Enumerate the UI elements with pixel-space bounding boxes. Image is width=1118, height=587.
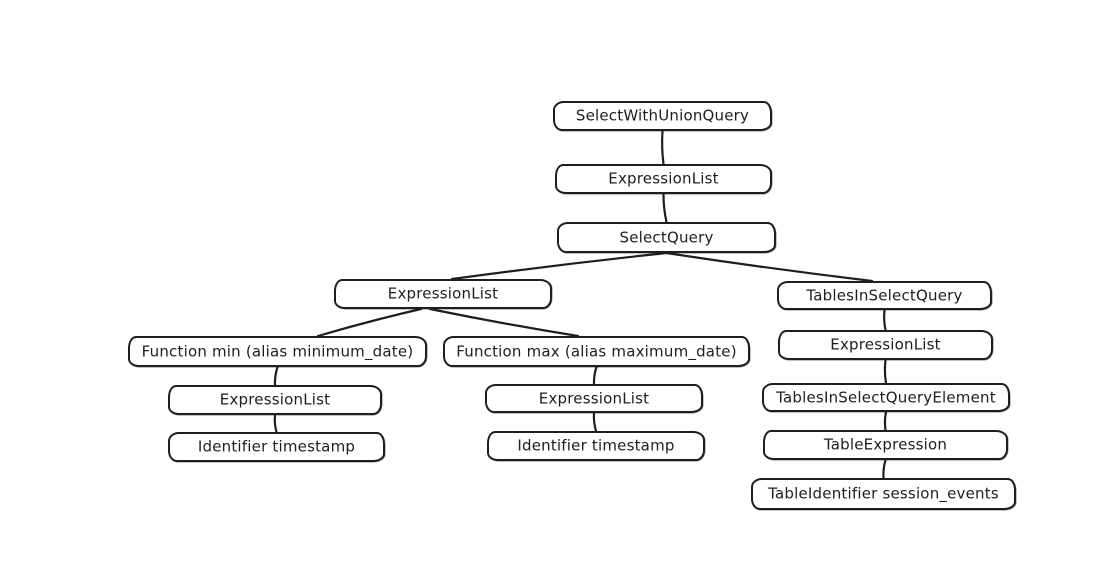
tree-node-table-identifier[interactable]: TableIdentifier session_events	[751, 478, 1016, 510]
tree-node-label: TablesInSelectQueryElement	[776, 388, 996, 406]
tree-node-expression-list-select[interactable]: ExpressionList	[334, 279, 552, 309]
tree-node-label: SelectWithUnionQuery	[575, 106, 750, 125]
tree-node-select-with-union-query[interactable]: SelectWithUnionQuery	[553, 101, 772, 131]
tree-node-label: TableIdentifier session_events	[768, 484, 999, 503]
tree-edge-expression-list-select-to-function-min	[316, 307, 423, 338]
tree-node-label: Function min (alias minimum_date)	[141, 342, 414, 360]
tree-node-label: SelectQuery	[619, 228, 714, 246]
tree-node-tables-in-select-query-element[interactable]: TablesInSelectQueryElement	[762, 383, 1010, 412]
tree-node-label: ExpressionList	[830, 335, 941, 354]
tree-node-label: ExpressionList	[538, 389, 650, 407]
tree-node-label: ExpressionList	[387, 284, 499, 303]
tree-edge-tables-in-select-query-element-to-table-expression	[883, 410, 888, 432]
tree-node-identifier-timestamp-min[interactable]: Identifier timestamp	[168, 432, 385, 462]
tree-edge-select-query-to-expression-list-select	[450, 251, 668, 281]
tree-node-expression-list-top[interactable]: ExpressionList	[555, 164, 772, 194]
tree-edge-function-min-to-expression-list-min	[273, 365, 279, 387]
tree-edge-expression-list-select-to-function-max	[428, 307, 580, 338]
tree-node-label: ExpressionList	[608, 169, 719, 188]
tree-node-table-expression[interactable]: TableExpression	[763, 430, 1008, 460]
tree-node-identifier-timestamp-max[interactable]: Identifier timestamp	[487, 431, 705, 461]
tree-node-expression-list-max[interactable]: ExpressionList	[485, 384, 703, 413]
tree-node-function-min[interactable]: Function min (alias minimum_date)	[128, 336, 427, 367]
tree-node-select-query[interactable]: SelectQuery	[557, 222, 776, 253]
tree-node-function-max[interactable]: Function max (alias maximum_date)	[443, 336, 750, 367]
tree-edge-select-with-union-query-to-expression-list-top	[661, 129, 665, 166]
tree-edge-expression-list-tables-to-tables-in-select-query-element	[883, 358, 888, 385]
tree-node-label: ExpressionList	[219, 390, 331, 409]
tree-edge-expression-list-max-to-identifier-timestamp-max	[592, 411, 598, 433]
tree-edge-table-expression-to-table-identifier	[882, 458, 887, 480]
tree-node-label: Identifier timestamp	[197, 437, 356, 456]
tree-node-tables-in-select-query[interactable]: TablesInSelectQuery	[777, 281, 992, 310]
tree-edge-tables-in-select-query-to-expression-list-tables	[883, 308, 887, 332]
tree-edge-expression-list-min-to-identifier-timestamp-min	[273, 413, 278, 434]
tree-node-label: TablesInSelectQuery	[806, 286, 963, 304]
tree-node-expression-list-min[interactable]: ExpressionList	[168, 385, 382, 415]
tree-node-expression-list-tables[interactable]: ExpressionList	[778, 330, 993, 360]
tree-edge-select-query-to-tables-in-select-query	[665, 251, 874, 283]
tree-edge-function-max-to-expression-list-max	[592, 365, 598, 386]
tree-edge-expression-list-top-to-select-query	[662, 192, 668, 224]
tree-node-label: Identifier timestamp	[517, 436, 675, 455]
tree-node-label: Function max (alias maximum_date)	[456, 342, 737, 360]
tree-node-label: TableExpression	[823, 435, 948, 454]
